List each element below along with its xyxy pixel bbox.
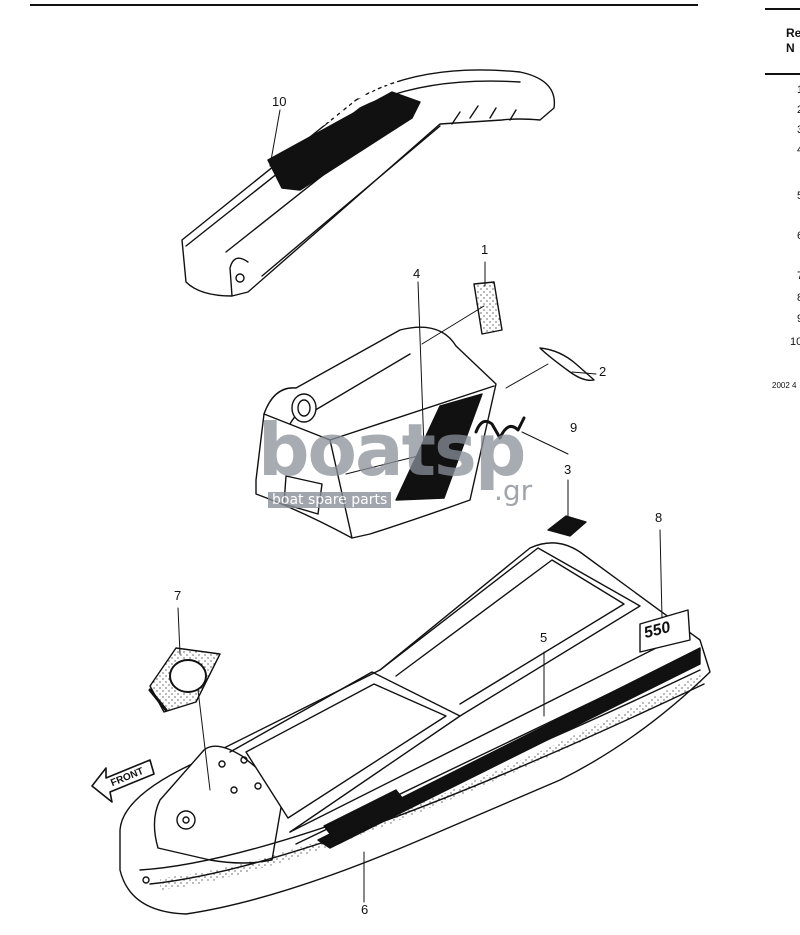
watermark-suffix: .gr	[494, 474, 533, 507]
ref-number-5: 5	[797, 190, 800, 202]
ref-header-top-rule	[765, 8, 800, 10]
callout-5: 5	[540, 630, 548, 645]
ref-footer-code: 2002 4	[772, 381, 797, 390]
ref-number-8: 8	[797, 292, 800, 304]
callout-6: 6	[361, 902, 369, 917]
watermark-brand: boatsp	[258, 408, 526, 492]
ref-number-7: 7	[797, 270, 800, 282]
ref-number-1: 1	[797, 84, 800, 96]
watermark-tagline: boat spare parts	[268, 492, 392, 508]
callout-7: 7	[174, 588, 182, 603]
ref-header-bottom-rule	[765, 73, 800, 75]
ref-number-4: 4	[797, 144, 800, 156]
ref-number-3: 3	[797, 124, 800, 136]
callout-3: 3	[564, 462, 572, 477]
jet-ski-hull	[119, 542, 711, 915]
callout-8: 8	[655, 510, 663, 525]
ref-header-line-2: N	[786, 41, 795, 55]
ref-number-10: 10	[790, 336, 800, 348]
emblem-7	[148, 647, 221, 713]
callout-9: 9	[570, 420, 578, 435]
top-rule	[30, 4, 698, 6]
ref-number-9: 9	[797, 313, 800, 325]
callout-1: 1	[481, 242, 489, 257]
callout-10: 10	[272, 94, 287, 109]
callout-2: 2	[599, 364, 607, 379]
ref-header-label: Re N	[786, 26, 800, 56]
logo-decal-9	[474, 416, 526, 440]
engine-hood	[255, 326, 497, 539]
decal-1	[473, 281, 503, 335]
ref-header-line-1: Re	[786, 26, 800, 40]
ref-number-6: 6	[797, 230, 800, 242]
pole-brand-decal	[267, 91, 421, 191]
front-arrow	[91, 759, 155, 803]
decal-3	[547, 515, 587, 537]
leader-lines	[177, 109, 663, 903]
ref-number-2: 2	[797, 104, 800, 116]
callout-4: 4	[413, 266, 421, 281]
